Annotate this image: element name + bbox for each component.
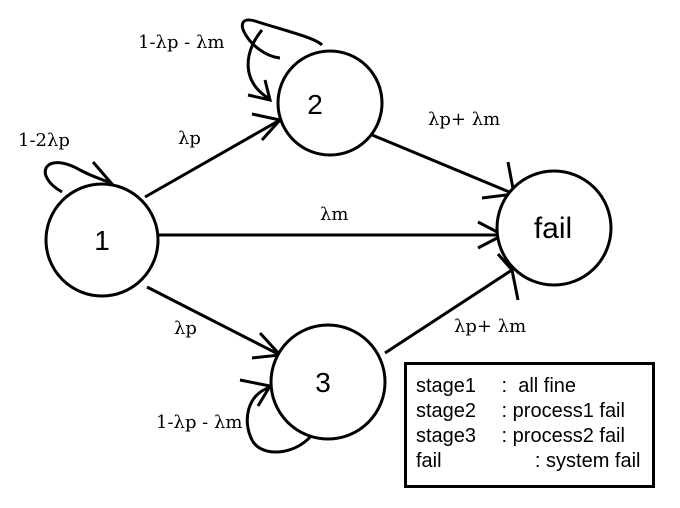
self-loop-2-tail: [246, 29, 269, 100]
legend-key: stage3: [416, 425, 477, 447]
self-loop-1: [43, 161, 111, 194]
legend-value: process1 fail: [512, 400, 625, 422]
edge-1-to-3-arrowhead: [251, 331, 284, 360]
node-fail-label: fail: [534, 212, 572, 245]
edge-1-to-fail-label: λm: [320, 204, 348, 225]
edge-1-to-2-label: λp: [178, 128, 201, 149]
legend-row: stage3 : process2 fail: [416, 424, 652, 449]
legend-value: system fail: [546, 450, 641, 472]
legend-separator: :: [496, 375, 519, 397]
node-3-label: 3: [315, 367, 331, 398]
legend-key: fail: [416, 450, 442, 472]
legend-value: all fine: [518, 375, 577, 397]
node-1-label: 1: [94, 225, 110, 256]
node-1-circle: [44, 182, 160, 298]
legend-row: stage1 : all fine: [416, 374, 652, 399]
legend-row: stage2 : process1 fail: [416, 399, 652, 424]
edge-3-to-fail-arrowhead: [496, 253, 520, 301]
node-3-circle: [269, 323, 387, 441]
self-loop-2: [240, 18, 324, 60]
self-loop-1-label: 1-2λp: [18, 130, 70, 151]
self-loop-3: [245, 386, 320, 454]
edge-1-to-3: [146, 285, 281, 357]
legend-box: stage1 : all fine stage2 : process1 fail…: [404, 362, 655, 488]
node-fail-circle: [495, 169, 613, 287]
legend-separator: :: [496, 400, 513, 422]
legend-separator: :: [496, 450, 547, 472]
self-loop-3-label: 1-λp - λm: [156, 412, 242, 433]
node-2-label: 2: [307, 89, 323, 120]
edge-3-to-fail-label: λp+ λm: [454, 316, 526, 337]
edge-3-to-fail: [384, 268, 513, 355]
self-loop-2-label: 1-λp - λm: [138, 32, 224, 53]
self-loop-2-arrowhead: [247, 79, 273, 103]
edge-2-to-fail-label: λp+ λm: [428, 109, 500, 130]
legend-key: stage1: [416, 375, 477, 397]
legend-value: process2 fail: [512, 425, 625, 447]
legend-separator: :: [496, 425, 513, 447]
edge-1-to-3-label: λp: [174, 318, 197, 339]
legend-row: fail : system fail: [416, 449, 652, 474]
self-loop-3-arrowhead: [239, 378, 273, 407]
node-2-circle: [276, 49, 384, 157]
edge-2-to-fail: [364, 130, 515, 196]
edge-1-to-2: [144, 118, 281, 199]
legend-key: stage2: [416, 400, 477, 422]
